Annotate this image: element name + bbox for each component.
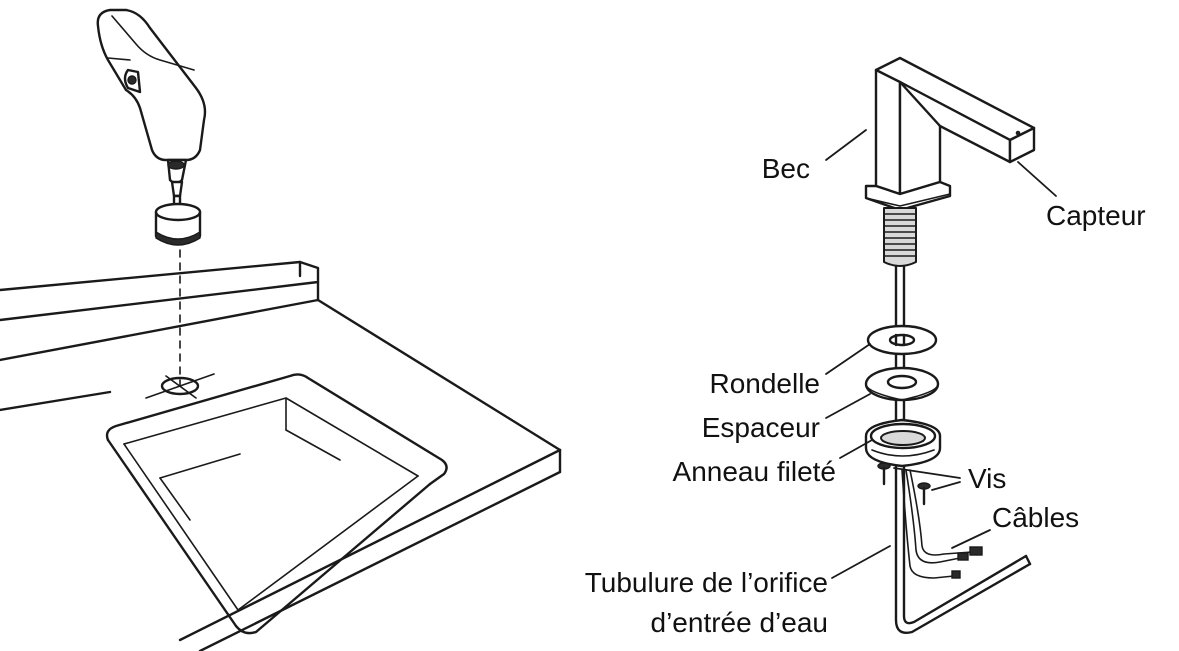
leader-lines xyxy=(825,129,1057,579)
leader-threaded-ring xyxy=(839,439,873,459)
spacer xyxy=(864,366,940,402)
faucet-spout xyxy=(864,56,1036,212)
leader-screw-2 xyxy=(931,481,961,491)
label-cables: Câbles xyxy=(992,502,1079,533)
label-washer: Rondelle xyxy=(709,368,820,399)
leader-cables xyxy=(951,529,991,549)
leader-spacer xyxy=(825,393,871,419)
label-screws: Vis xyxy=(968,463,1006,494)
labels: Bec Capteur Rondelle Espaceur Anneau fil… xyxy=(585,153,1146,638)
water-inlet-tube xyxy=(894,468,1032,634)
drill-hole-marker xyxy=(145,249,215,399)
label-inlet-line2: d’entrée d’eau xyxy=(651,607,828,638)
label-spout: Bec xyxy=(762,153,810,184)
mounting-screws xyxy=(877,462,931,506)
leader-sensor xyxy=(1017,161,1057,197)
countertop-drilling-illustration xyxy=(0,8,562,651)
label-spacer: Espaceur xyxy=(702,412,820,443)
label-sensor: Capteur xyxy=(1046,200,1146,231)
label-threaded-ring: Anneau fileté xyxy=(673,456,836,487)
power-drill xyxy=(96,8,207,246)
sink-basin xyxy=(105,373,448,635)
label-inlet-line1: Tubulure de l’orifice xyxy=(585,567,828,598)
countertop xyxy=(0,260,562,651)
faucet-exploded-view xyxy=(864,56,1036,634)
threaded-ring xyxy=(864,418,942,468)
leader-spout xyxy=(825,129,867,161)
washer xyxy=(866,324,938,356)
sensor-cables xyxy=(901,469,983,579)
leader-screw-1 xyxy=(893,467,961,479)
leader-inlet xyxy=(831,545,891,579)
leader-washer xyxy=(825,343,871,375)
